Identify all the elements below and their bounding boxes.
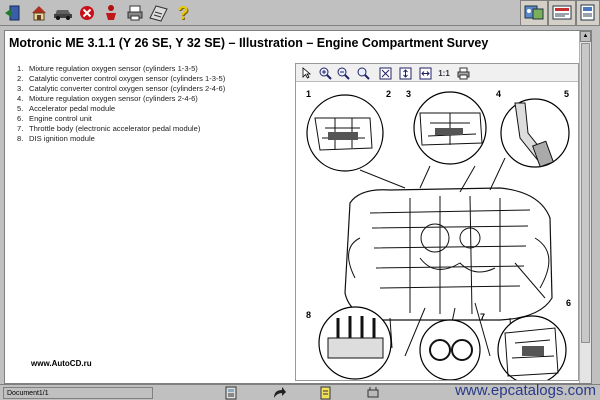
callout-4: 4	[496, 89, 501, 99]
detail-circle-8	[318, 306, 392, 380]
fit-page-icon[interactable]	[378, 66, 392, 80]
scroll-thumb[interactable]	[581, 43, 590, 343]
item-number: 5.	[17, 104, 24, 113]
forward-arrow-icon[interactable]	[272, 386, 286, 400]
callout-7: 7	[480, 312, 485, 322]
connector-icon[interactable]	[366, 386, 380, 400]
detail-circle-5	[500, 98, 570, 168]
pointer-icon[interactable]	[300, 66, 314, 80]
item-label: Accelerator pedal module	[29, 104, 116, 113]
list-item: 5. Accelerator pedal module	[17, 104, 225, 114]
callout-8: 8	[306, 310, 311, 320]
zoom-out-icon[interactable]	[336, 66, 350, 80]
list-item: 3. Catalytic converter control oxygen sen…	[17, 84, 225, 94]
list-item: 7. Throttle body (electronic accelerator …	[17, 124, 225, 134]
document-indicator: Document1/1	[3, 387, 153, 399]
item-label: Mixture regulation oxygen sensor (cylind…	[29, 64, 198, 73]
item-number: 6.	[17, 114, 24, 123]
car-icon[interactable]	[52, 2, 74, 24]
callout-6: 6	[566, 298, 571, 308]
item-label: Throttle body (electronic accelerator pe…	[29, 124, 201, 133]
item-label: Engine control unit	[29, 114, 92, 123]
callout-5: 5	[564, 89, 569, 99]
home-icon[interactable]	[28, 2, 50, 24]
list-item: 6. Engine control unit	[17, 114, 225, 124]
detail-circle-1-2	[306, 94, 384, 172]
fit-width-icon[interactable]	[418, 66, 432, 80]
calculator-icon[interactable]	[224, 386, 238, 400]
list-item: 8. DIS ignition module	[17, 134, 225, 144]
main-toolbar: ?	[0, 0, 600, 26]
content-pane: Motronic ME 3.1.1 (Y 26 SE, Y 32 SE) – I…	[4, 30, 592, 384]
person-icon[interactable]	[100, 2, 122, 24]
illustration-toolbar: 1:1	[296, 64, 578, 82]
magnify-icon[interactable]	[356, 66, 370, 80]
item-number: 2.	[17, 74, 24, 83]
item-label: Catalytic converter control oxygen senso…	[29, 74, 226, 83]
print-icon[interactable]	[124, 2, 146, 24]
diagnosis-icon[interactable]	[520, 0, 548, 26]
help-icon[interactable]: ?	[172, 2, 194, 24]
detail-circle-7	[419, 319, 481, 380]
item-label: DIS ignition module	[29, 134, 95, 143]
clipboard-icon[interactable]	[318, 386, 332, 400]
exit-icon[interactable]	[2, 2, 24, 24]
stop-icon[interactable]	[76, 2, 98, 24]
callout-1: 1	[306, 89, 311, 99]
status-bar: Document1/1 www.epcatalogs.com	[0, 382, 600, 400]
item-label: Mixture regulation oxygen sensor (cylind…	[29, 94, 198, 103]
engine-compartment-illustration: 1 2 3 4 5 6 7 8	[306, 89, 571, 380]
list-item: 2. Catalytic converter control oxygen sen…	[17, 74, 225, 84]
scroll-up-icon[interactable]: ▲	[580, 31, 591, 42]
document-icon[interactable]	[576, 0, 600, 26]
callout-3: 3	[406, 89, 411, 99]
parts-list: 1. Mixture regulation oxygen sensor (cyli…	[17, 64, 225, 144]
list-item: 4. Mixture regulation oxygen sensor (cyli…	[17, 94, 225, 104]
help-glyph: ?	[177, 2, 189, 23]
page-title: Motronic ME 3.1.1 (Y 26 SE, Y 32 SE) – I…	[9, 36, 489, 50]
list-item: 1. Mixture regulation oxygen sensor (cyli…	[17, 64, 225, 74]
one-to-one-button[interactable]: 1:1	[438, 68, 450, 78]
item-label: Catalytic converter control oxygen senso…	[29, 84, 226, 93]
site-watermark: www.epcatalogs.com	[455, 382, 596, 399]
watermark: www.AutoCD.ru	[31, 359, 92, 368]
print-icon[interactable]	[456, 66, 470, 80]
detail-circle-6	[497, 315, 567, 380]
catalog-icon[interactable]	[548, 0, 576, 26]
vertical-scrollbar[interactable]: ▲	[579, 31, 591, 383]
zoom-in-icon[interactable]	[318, 66, 332, 80]
illustration-panel: 1:1	[295, 63, 579, 381]
notes-icon[interactable]	[146, 2, 170, 24]
item-number: 7.	[17, 124, 24, 133]
item-number: 8.	[17, 134, 24, 143]
callout-2: 2	[386, 89, 391, 99]
item-number: 3.	[17, 84, 24, 93]
item-number: 4.	[17, 94, 24, 103]
detail-circle-3-4	[413, 91, 487, 165]
fit-height-icon[interactable]	[398, 66, 412, 80]
item-number: 1.	[17, 64, 24, 73]
